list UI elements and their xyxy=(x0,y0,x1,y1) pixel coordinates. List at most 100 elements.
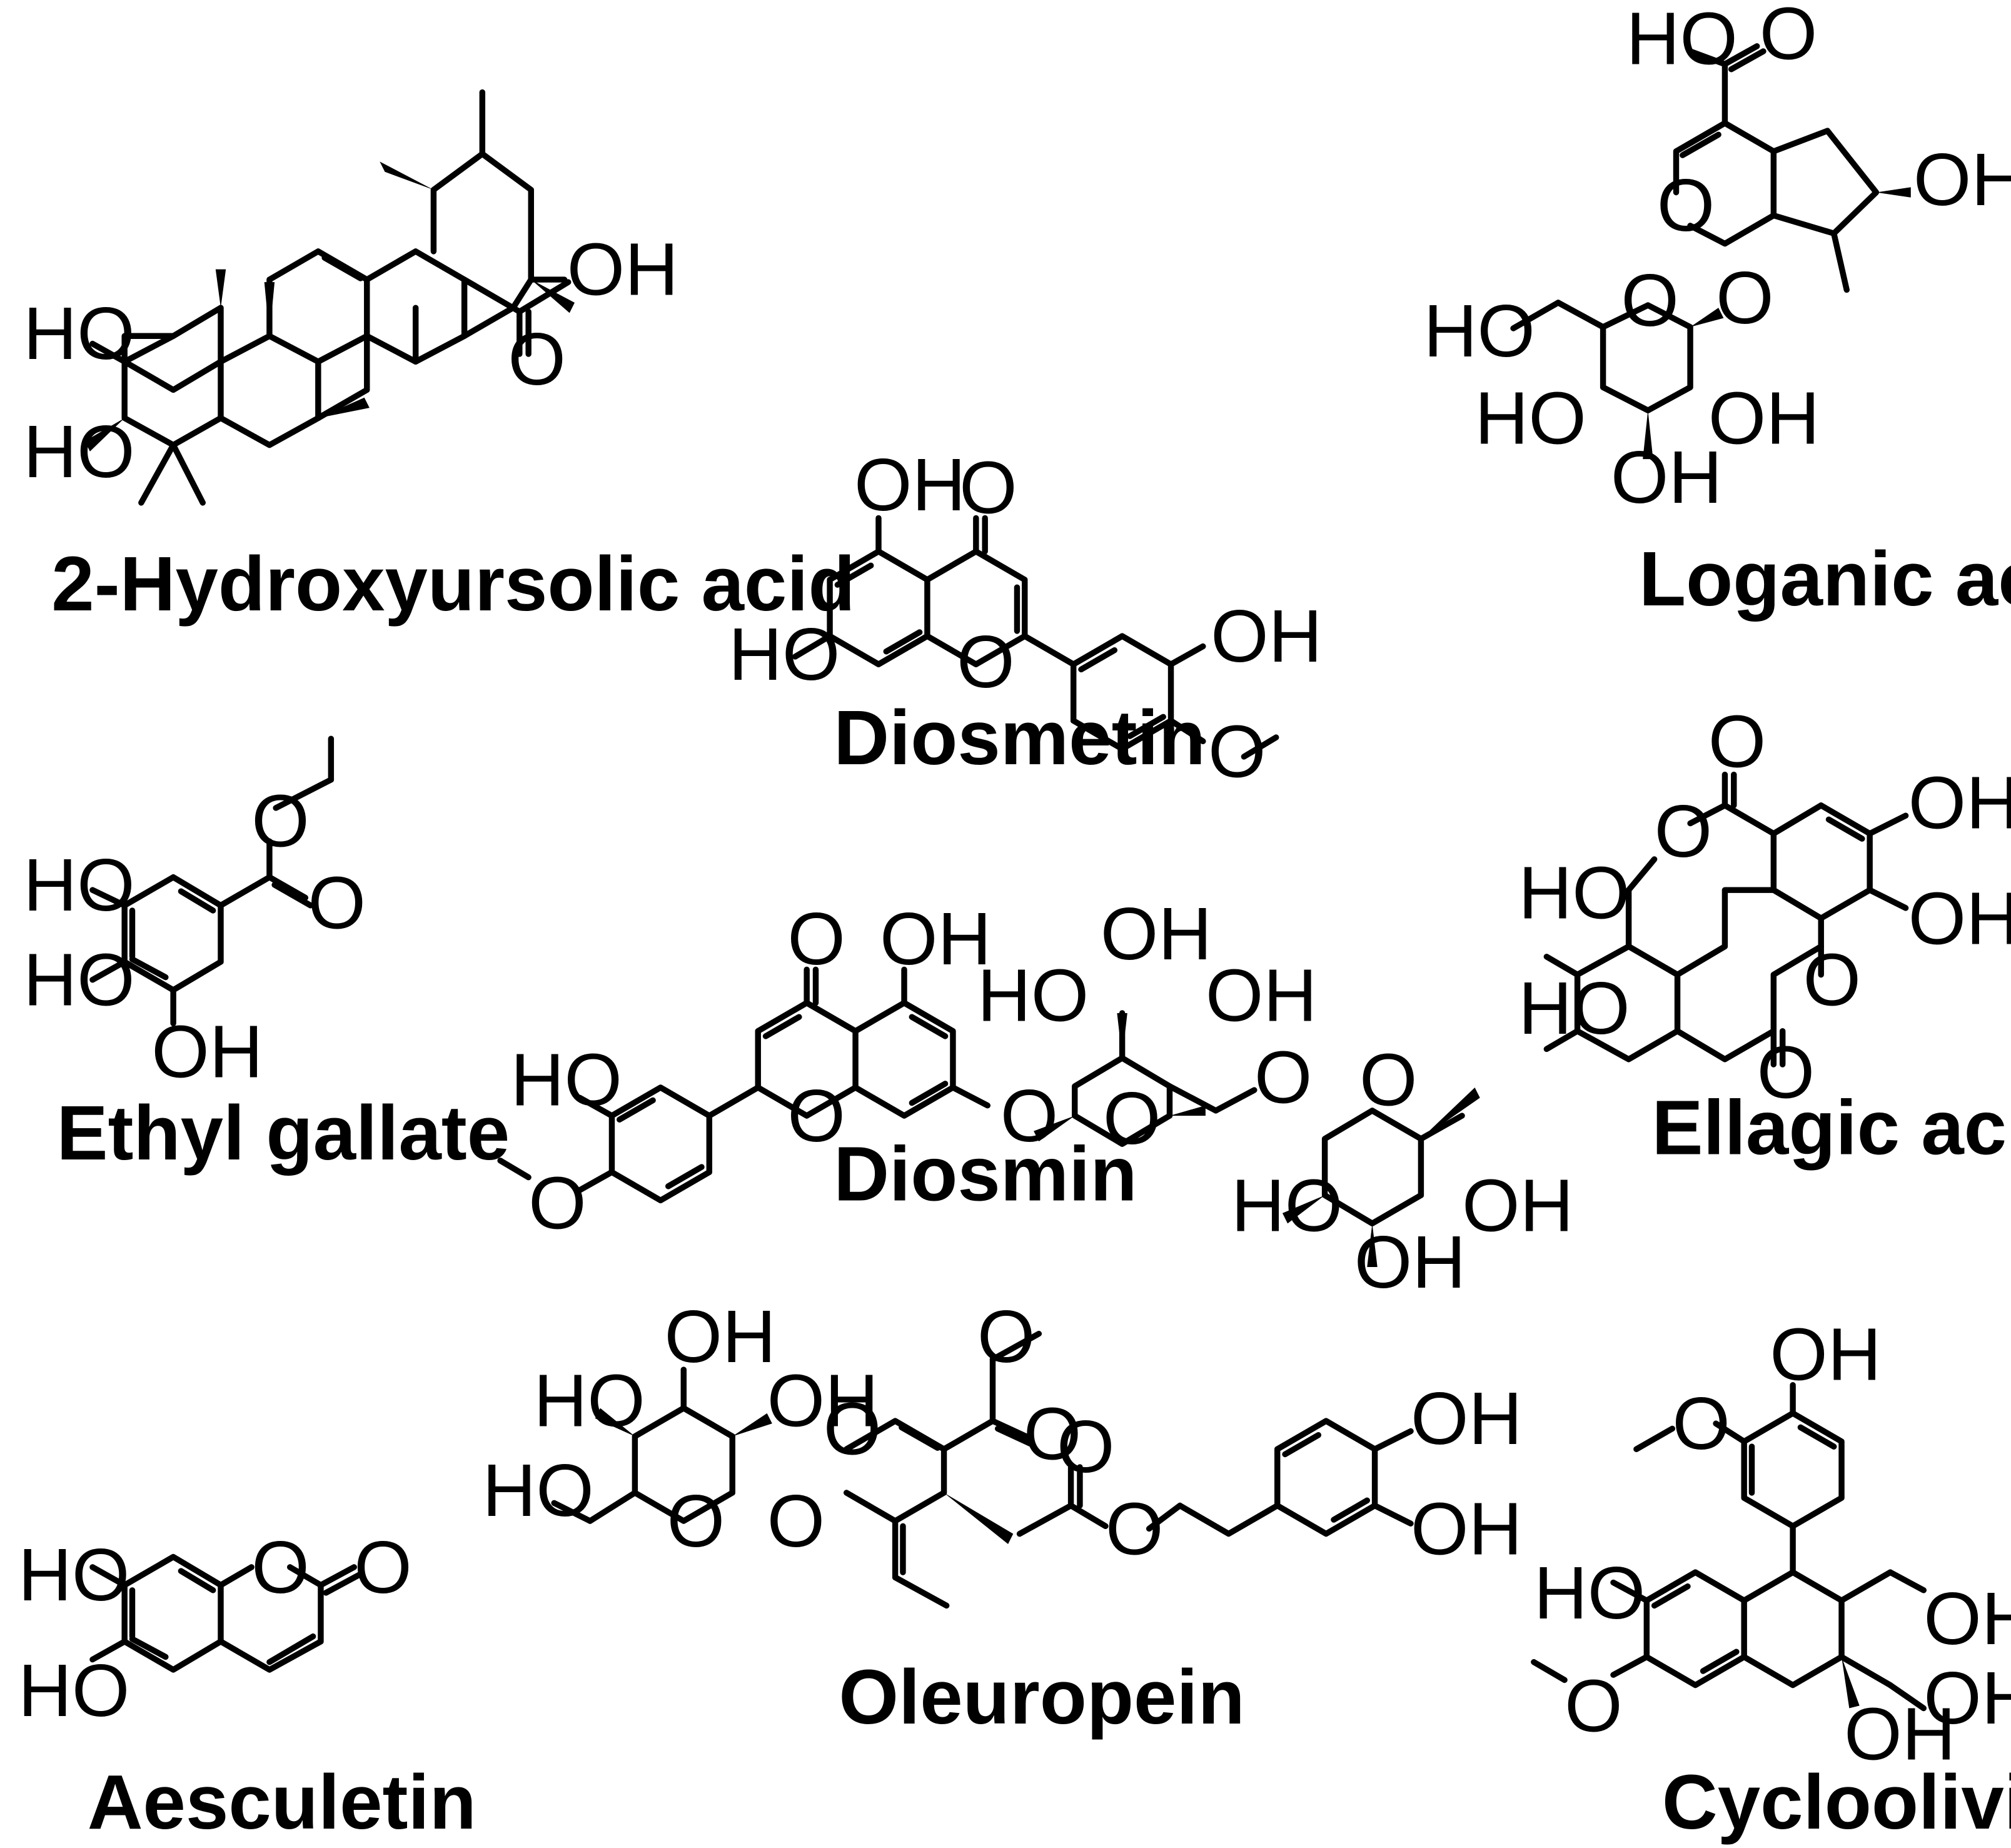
compound-aesculetin: HO HO O O Aesculetin xyxy=(18,1526,476,1845)
carbonyl-o-label: O xyxy=(308,862,366,945)
compound-loganic-acid: HO O O OH O O HO HO OH OH Loganic acid xyxy=(1424,0,2011,622)
ho-mid-label: HO xyxy=(23,939,134,1022)
carbonyl-o2-label: O xyxy=(1057,1405,1115,1488)
ho-ar-label: HO xyxy=(1534,1552,1645,1635)
o-top-label: O xyxy=(1708,700,1767,783)
oh-tert-label: OH xyxy=(1844,1693,1955,1776)
ome-top-label: O xyxy=(1672,1382,1730,1465)
oh-top-label: OH xyxy=(665,1295,776,1378)
ho-bottom-label: HO xyxy=(18,1649,129,1732)
ho-left-label: HO xyxy=(533,1359,645,1442)
oh-r2-label: OH xyxy=(1908,877,2011,960)
compound-2-hydroxyursolic-acid: HO HO OH O 2-Hydroxyursolic acid xyxy=(23,89,855,627)
oh-right-label: OH xyxy=(767,1359,879,1442)
compound-name: Loganic acid xyxy=(1639,537,2011,622)
link-o-label: O xyxy=(1254,1036,1313,1119)
compound-ellagic-acid: O O OH OH HO HO O O Ellagic acid xyxy=(1518,700,2011,1171)
compound-name: Diosmetin xyxy=(834,695,1206,781)
ester-o2-label: O xyxy=(1106,1487,1164,1570)
ome-o-label: O xyxy=(1208,710,1266,794)
ho-glc-label: HO xyxy=(977,954,1089,1037)
ho-lower-label: HO xyxy=(23,410,134,493)
ho-ch2-label: HO xyxy=(482,1449,593,1532)
oh-cat1-label: OH xyxy=(1411,1377,1522,1460)
o-ring-top-label: O xyxy=(1655,790,1713,873)
glc-o-label: O xyxy=(1103,1077,1161,1160)
stereo-cycloolivil xyxy=(1842,1657,1860,1709)
keto-label: O xyxy=(787,897,845,981)
stereo-diosmin xyxy=(1034,1013,1480,1268)
ho-left-label: HO xyxy=(1475,377,1586,460)
sugar-o-label: O xyxy=(667,1480,725,1563)
oh-ch2b-label: OH xyxy=(1923,1657,2011,1740)
stereo-oleuropein xyxy=(595,1408,1014,1544)
o-bottom-label: O xyxy=(1757,1031,1815,1114)
compound-name: Ethyl gallate xyxy=(57,1091,510,1176)
oh3p-label: OH xyxy=(1211,595,1322,678)
carbonyl-o-label: O xyxy=(354,1526,412,1609)
compound-oleuropein: OH HO OH HO O O O O O O O OH OH Oleurope… xyxy=(482,1295,1522,1740)
oh-top-label: OH xyxy=(1770,1313,1881,1396)
compound-diosmetin: OH O HO O OH O Diosmetin xyxy=(728,443,1322,794)
ho-l2-label: HO xyxy=(1518,967,1630,1050)
oh-top-label: OH xyxy=(1101,892,1212,976)
oh-cp-label: OH xyxy=(1913,138,2011,221)
ho-upper-label: HO xyxy=(23,292,134,375)
ome-o-label: O xyxy=(528,1162,587,1245)
bonds-loganic-acid xyxy=(1510,43,1880,413)
bonds-aesculetin xyxy=(89,1553,363,1673)
oh5-label: OH xyxy=(880,897,991,981)
stereo-2-hydroxyursolic-acid xyxy=(84,161,575,452)
rha-o-label: O xyxy=(1359,1039,1418,1122)
ho-rha-label: HO xyxy=(1231,1164,1343,1248)
glyc-o-label: O xyxy=(1716,256,1774,340)
carbonyl-o1-label: O xyxy=(1024,1393,1082,1476)
ring-o-label: O xyxy=(1657,164,1715,247)
oh-glc-label: OH xyxy=(1206,954,1317,1037)
oh-right-label: OH xyxy=(1708,377,1820,460)
compound-name: Oleuropein xyxy=(839,1655,1244,1740)
keto-label: O xyxy=(959,446,1017,529)
ho3p-label: HO xyxy=(510,1039,622,1122)
cooh-ho-label: HO xyxy=(1626,0,1738,81)
compound-name: 2-Hydroxyursolic acid xyxy=(51,542,855,627)
ho7-label: HO xyxy=(728,613,840,696)
oh-bottom-label: OH xyxy=(151,1011,263,1094)
cooh-o-label: O xyxy=(1760,0,1818,75)
compound-name: Cycloolivil xyxy=(1662,1760,2011,1845)
ho-ch2-label: HO xyxy=(1424,290,1535,373)
ho-l1-label: HO xyxy=(1518,851,1630,934)
cooh-oh-label: OH xyxy=(567,228,678,311)
oh5-label: OH xyxy=(854,443,965,527)
ester-o-label: O xyxy=(251,779,310,862)
oh-rha-bottom-label: OH xyxy=(1354,1221,1466,1304)
ester-o1-label: O xyxy=(977,1295,1036,1378)
bonds-ellagic-acid xyxy=(1543,771,1909,1068)
bonds-diosmetin xyxy=(792,515,1279,760)
pyran-o-label: O xyxy=(824,1387,882,1470)
ring-o-label: O xyxy=(787,1074,845,1158)
ome-ar-label: O xyxy=(1565,1664,1623,1747)
bonds-oleuropein xyxy=(551,1330,1414,1609)
bonds-cycloolivil xyxy=(1531,1381,1927,1712)
o-ring-bottom-label: O xyxy=(1803,939,1862,1022)
oh-ch2a-label: OH xyxy=(1923,1577,2011,1660)
glyc-o-label: O xyxy=(1000,1074,1059,1158)
bonds-ethyl-gallate xyxy=(89,735,335,1027)
oh-rha-label: OH xyxy=(1462,1164,1573,1248)
oh-r1-label: OH xyxy=(1908,762,2011,845)
compound-diosmin: HO O O OH O O O OH HO OH O O HO OH OH Di… xyxy=(497,892,1573,1304)
compound-name: Aesculetin xyxy=(88,1760,476,1845)
compound-name: Diosmin xyxy=(834,1131,1137,1217)
compound-cycloolivil: OH O HO O OH OH OH Cycloolivil xyxy=(1531,1313,2011,1845)
ho-top-label: HO xyxy=(18,1533,129,1617)
glyc-o-label: O xyxy=(767,1480,825,1563)
oh-bottom-label: OH xyxy=(1611,436,1722,519)
ho-top-label: HO xyxy=(23,844,134,927)
oh-cat2-label: OH xyxy=(1411,1487,1522,1570)
compound-ethyl-gallate: O O HO HO OH Ethyl gallate xyxy=(23,735,510,1176)
stereo-loganic-acid xyxy=(1643,187,1911,460)
ring-o-label: O xyxy=(957,620,1015,704)
